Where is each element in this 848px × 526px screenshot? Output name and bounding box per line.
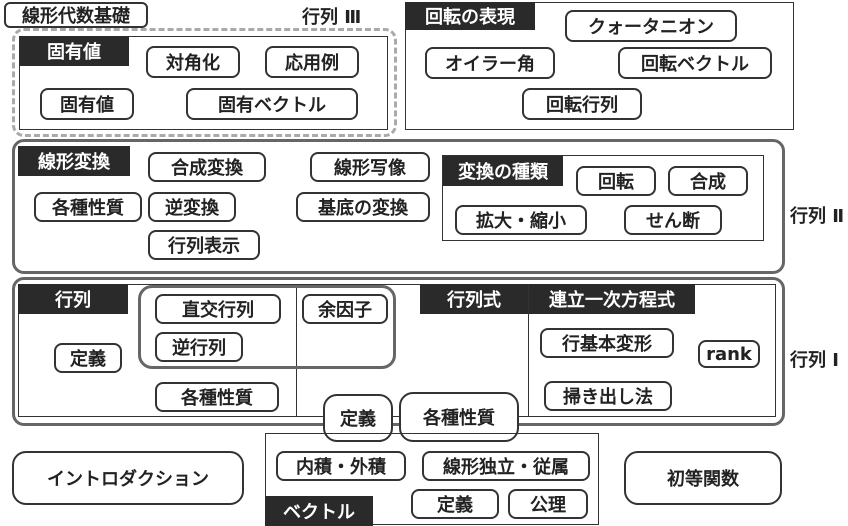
- level-2-outline: [12, 139, 785, 274]
- level-1-label: 行列 Ⅰ: [790, 350, 839, 371]
- shared-definition-box: 定義: [323, 394, 393, 442]
- eigenvalue-box: 固有値: [40, 88, 134, 120]
- rotation-transform-box: 回転: [576, 166, 656, 196]
- title-box: 線形代数基礎: [4, 2, 148, 28]
- rotation-vector-box: 回転ベクトル: [618, 47, 772, 79]
- level-1-outline: [12, 277, 785, 426]
- transform-types-group: [442, 155, 764, 241]
- applications-box: 応用例: [265, 46, 359, 78]
- rotation-header: 回転の表現: [405, 2, 535, 30]
- inverse-map-box: 逆変換: [148, 192, 236, 222]
- linear-mapping-box: 線形写像: [310, 152, 430, 182]
- scaling-box: 拡大・縮小: [455, 205, 587, 235]
- composition-transform-box: 合成: [668, 166, 748, 196]
- matrix-header: 行列: [18, 284, 128, 314]
- eigen-header: 固有値: [19, 36, 129, 66]
- elementary-functions-box: 初等関数: [624, 451, 782, 505]
- linear-map-header: 線形変換: [18, 146, 130, 176]
- rotation-group: [405, 2, 794, 130]
- eigen-dashed-outline: [12, 28, 397, 137]
- row-operations-box: 行基本変形: [540, 328, 674, 358]
- vector-header: ベクトル: [265, 496, 373, 526]
- composite-map-box: 合成変換: [148, 152, 266, 182]
- transform-types-header: 変換の種類: [443, 156, 563, 186]
- rank-box: rank: [698, 340, 760, 368]
- matrix-det-divider: [296, 284, 297, 417]
- change-of-basis-box: 基底の変換: [296, 192, 430, 222]
- euler-angle-box: オイラー角: [425, 47, 555, 79]
- shear-box: せん断: [624, 205, 722, 235]
- linear-map-properties-box: 各種性質: [34, 192, 142, 222]
- det-eq-divider: [528, 284, 529, 417]
- eigen-group: [19, 36, 388, 130]
- matrix-properties-box: 各種性質: [155, 382, 279, 412]
- vector-definition-box: 定義: [411, 489, 499, 519]
- matrix-definition-box: 定義: [54, 343, 122, 373]
- orthogonal-matrix-box: 直交行列: [155, 294, 281, 324]
- axioms-box: 公理: [508, 489, 588, 519]
- linear-independence-box: 線形独立・従属: [422, 451, 590, 481]
- matrix-group: [18, 284, 776, 417]
- linear-equations-header: 連立一次方程式: [529, 284, 695, 314]
- diagonalization-box: 対角化: [146, 46, 240, 78]
- matrix-representation-box: 行列表示: [148, 230, 260, 260]
- vector-group: [265, 433, 599, 525]
- introduction-box: イントロダクション: [12, 451, 244, 505]
- cofactor-box: 余因子: [302, 294, 388, 324]
- inner-outer-product-box: 内積・外積: [276, 451, 406, 481]
- matrix-link-outline: [138, 285, 396, 369]
- inverse-matrix-box: 逆行列: [155, 332, 243, 362]
- level-2-label: 行列 Ⅱ: [790, 206, 845, 227]
- determinant-header: 行列式: [420, 284, 528, 314]
- eigenvector-box: 固有ベクトル: [186, 88, 358, 120]
- level-3-label: 行列 Ⅲ: [302, 7, 362, 28]
- gaussian-elimination-box: 掃き出し法: [544, 381, 672, 411]
- rotation-matrix-box: 回転行列: [522, 88, 642, 120]
- quaternion-box: クォータニオン: [565, 10, 737, 42]
